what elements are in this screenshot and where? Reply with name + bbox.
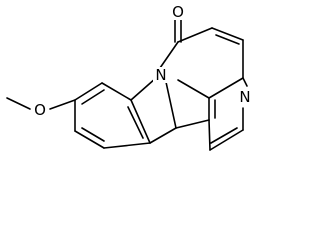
bond-c3b-n <box>177 79 210 99</box>
bond-c10-c11c <box>74 130 105 149</box>
bond-c5-c4-inner <box>215 34 240 45</box>
bond-c6-n <box>159 41 179 69</box>
bond-c2-c1 <box>209 129 244 151</box>
bond-c9-oether <box>49 99 76 110</box>
bond-c11a-n <box>165 81 177 129</box>
bond-c5-c4 <box>211 27 244 41</box>
bond-c7a-c8 <box>101 82 132 101</box>
bond-c8-c9 <box>74 82 103 101</box>
bond-c8-c9-inner <box>81 89 105 105</box>
structure-diagram: O N N O <box>6 3 253 151</box>
bond-c3a-npyr <box>242 77 248 87</box>
bond-c11c-c11 <box>103 142 151 149</box>
atom-label-pyridine-nitrogen: N <box>239 88 250 106</box>
bond-c2-c1-inner <box>210 127 238 144</box>
atom-label-ether-oxygen: O <box>34 101 46 119</box>
atom-label-ring-nitrogen: N <box>155 66 166 84</box>
bond-n-c7a <box>130 77 157 101</box>
molecule-drawing: O N N O <box>6 3 253 151</box>
bond-c6-c5 <box>177 27 213 43</box>
bond-oether-ch3 <box>6 97 31 110</box>
bond-c3a-c3b <box>208 77 244 99</box>
bond-c1-c11b <box>208 119 211 151</box>
atom-label-group: O N N O <box>32 3 253 119</box>
bond-c11-c7a <box>130 99 151 144</box>
bond-c10-c11c-inner <box>81 127 105 142</box>
bond-c11a-c11 <box>149 127 177 144</box>
bond-c11b-c11a <box>175 119 210 129</box>
atom-label-carbonyl-oxygen: O <box>172 3 184 21</box>
bond-group <box>6 18 248 151</box>
bond-c11-c7a-inner <box>127 106 144 139</box>
